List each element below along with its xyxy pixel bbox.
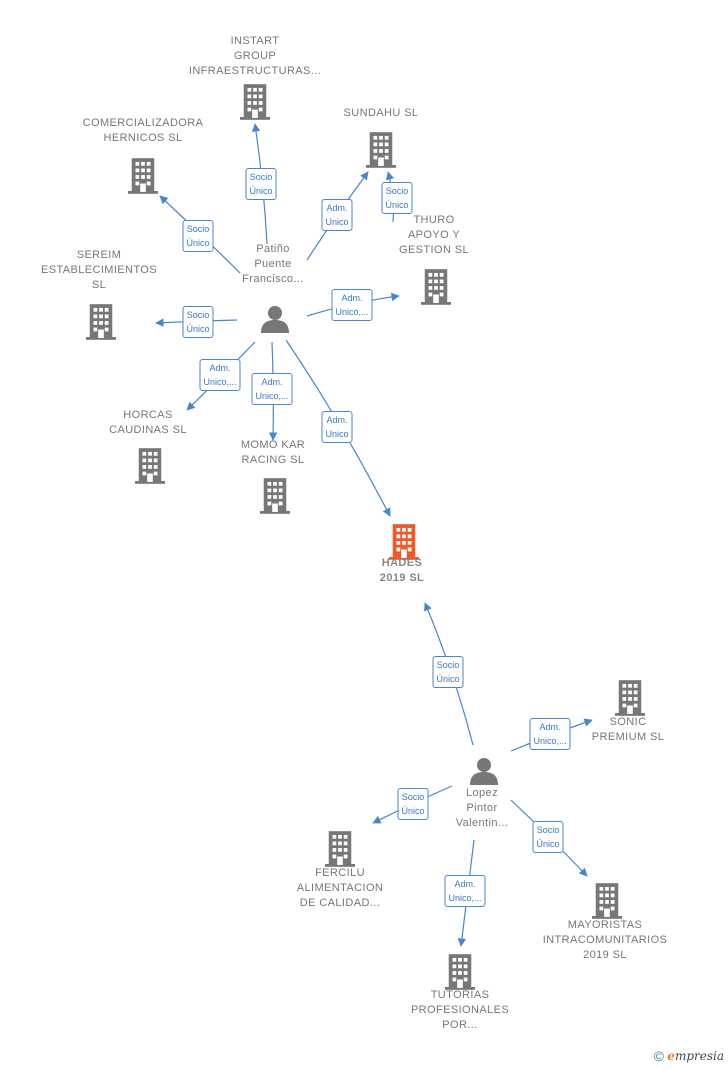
node-label-thuro[interactable]: THURO APOYO Y GESTION SL [398, 214, 470, 256]
edge-label-lopez-hades[interactable]: Socio Único [432, 656, 464, 688]
building-icon-instart[interactable] [240, 84, 270, 120]
edge-label-lopez-mayoristas[interactable]: Socio Único [532, 821, 564, 853]
edge-label-patino-sundahu[interactable]: Adm. Unico [321, 199, 353, 231]
node-label-momo[interactable]: MOMO KAR RACING SL [240, 439, 306, 466]
building-icon-mayoristas[interactable] [592, 883, 622, 919]
edge-label-patino-instart[interactable]: Socio Único [245, 168, 277, 200]
edge-label-patino-sereim[interactable]: Socio Único [182, 306, 214, 338]
edge-label-patino-comercializadora[interactable]: Socio Único [182, 220, 214, 252]
node-label-hades[interactable]: HADES 2019 SL [379, 557, 425, 584]
building-icon-momo[interactable] [260, 478, 290, 514]
building-icon-sonic[interactable] [615, 680, 645, 716]
node-label-lopez[interactable]: Lopez Pintor Valentin... [455, 787, 509, 829]
node-label-horcas[interactable]: HORCAS CAUDINAS SL [109, 409, 187, 436]
edge-label-patino-horcas[interactable]: Adm. Unico,... [199, 359, 241, 391]
brand-logo: empresia [667, 1049, 724, 1063]
edge-label-thuro-sundahu[interactable]: Socio Único [381, 182, 413, 214]
edge-label-lopez-fercilu[interactable]: Socio Único [397, 788, 429, 820]
edge-label-lopez-tutorias[interactable]: Adm. Unico,... [444, 875, 486, 907]
empresia-watermark: © empresia [654, 1048, 724, 1064]
node-label-comercializadora[interactable]: COMERCIALIZADORA HERNICOS SL [82, 117, 204, 144]
building-icon-horcas[interactable] [135, 448, 165, 484]
node-label-fercilu[interactable]: FERCILU ALIMENTACION DE CALIDAD... [296, 867, 384, 909]
node-label-sonic[interactable]: SONIC PREMIUM SL [591, 716, 665, 743]
edge-label-patino-thuro[interactable]: Adm. Unico,... [331, 289, 373, 321]
person-icon-patino[interactable] [261, 306, 289, 333]
building-icon-comercializadora[interactable] [128, 158, 158, 194]
building-icon-sereim[interactable] [86, 304, 116, 340]
building-icon-hades[interactable] [389, 524, 419, 560]
copyright-symbol: © [653, 1048, 664, 1064]
building-icon-sundahu[interactable] [366, 132, 396, 168]
building-icon-tutorias[interactable] [445, 954, 475, 990]
node-label-patino[interactable]: Patiño Puente Francisco... [242, 243, 304, 285]
person-icon-lopez[interactable] [470, 758, 498, 785]
edge-label-patino-momo[interactable]: Adm. Unico,... [251, 373, 293, 405]
node-label-mayoristas[interactable]: MAYORISTAS INTRACOMUNITARIOS 2019 SL [542, 919, 668, 961]
edge-label-patino-hades[interactable]: Adm. Unico [321, 411, 353, 443]
node-label-sereim[interactable]: SEREIM ESTABLECIMIENTOS SL [40, 249, 158, 291]
building-icon-fercilu[interactable] [325, 831, 355, 867]
node-label-tutorias[interactable]: TUTORIAS PROFESIONALES POR... [410, 989, 510, 1031]
node-label-sundahu[interactable]: SUNDAHU SL [343, 107, 419, 119]
edge-label-lopez-sonic[interactable]: Adm. Unico,... [529, 718, 571, 750]
building-icon-thuro[interactable] [421, 269, 451, 305]
node-label-instart[interactable]: INSTART GROUP INFRAESTRUCTURAS... [188, 35, 322, 77]
